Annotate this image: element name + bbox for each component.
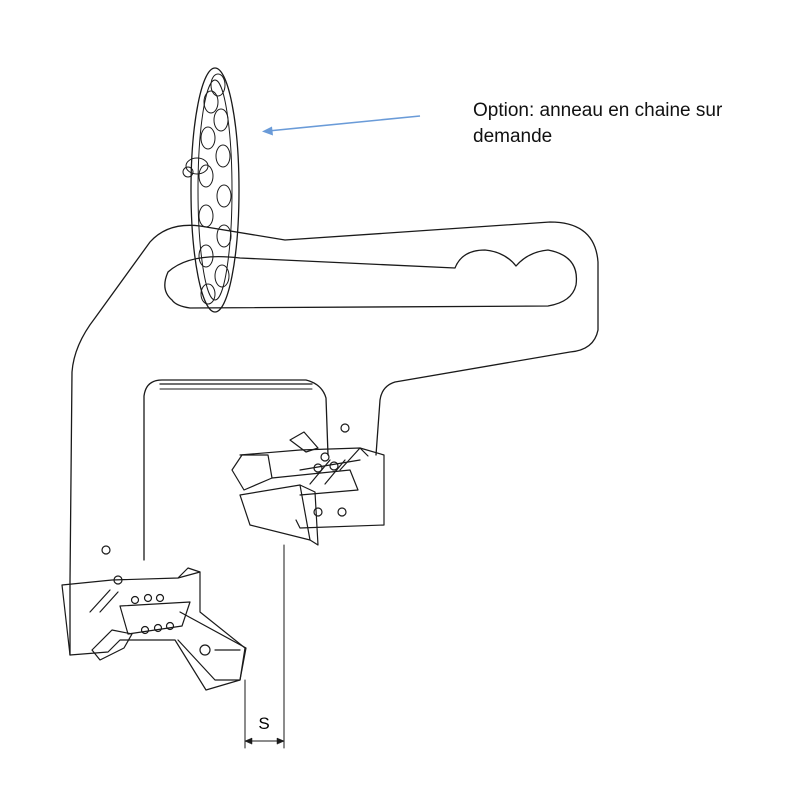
- option-annotation: Option: anneau en chaine sur demande: [473, 100, 723, 147]
- dimension-label: S: [258, 714, 270, 733]
- annotation-arrow: [262, 115, 421, 136]
- lower-jaw: [61, 545, 247, 691]
- chain-ring: [182, 67, 240, 313]
- upper-jaw: [231, 423, 385, 546]
- clamp-body-outline: [69, 221, 599, 656]
- handle-slot: [164, 249, 578, 309]
